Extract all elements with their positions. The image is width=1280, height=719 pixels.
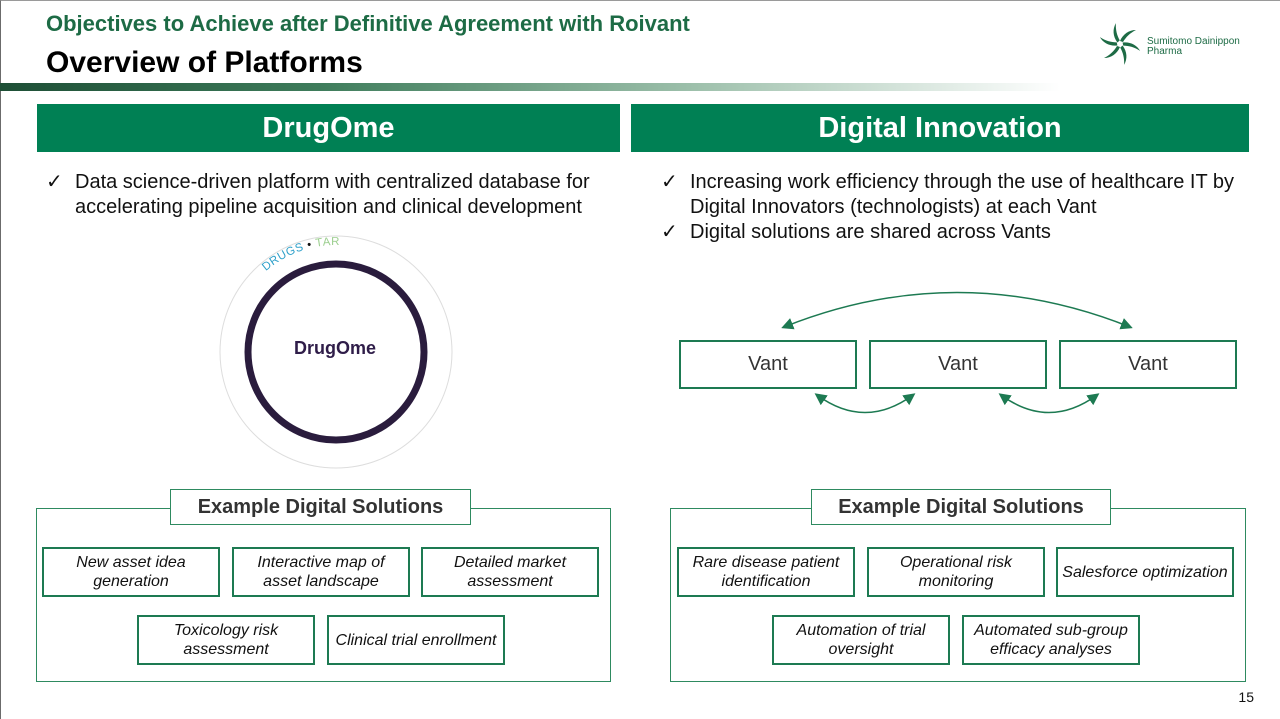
ring-label-trials: TRIALS <box>216 232 220 235</box>
bullet-text: Increasing work efficiency through the u… <box>690 171 1235 218</box>
ring-center-label: DrugOme <box>293 338 376 358</box>
checkmark-icon: ✓ <box>661 171 678 193</box>
digital-innovation-heading-band: Digital Innovation <box>631 104 1249 152</box>
bullet-text: Data science-driven platform with centra… <box>75 171 590 218</box>
ring-label-ip: IP <box>216 232 220 235</box>
bullet-item: ✓ Data science-driven platform with cent… <box>46 170 636 220</box>
ring-inner-circle <box>244 260 428 444</box>
ring-label-revenues: REVENUES <box>216 232 220 235</box>
ring-separator-dot: • <box>216 232 218 235</box>
drugome-solutions-title: Example Digital Solutions <box>170 489 471 525</box>
pinwheel-logo-icon <box>1099 23 1141 65</box>
bullet-item: ✓ Increasing work efficiency through the… <box>661 170 1251 220</box>
ring-separator-dot: • <box>302 238 317 253</box>
ring-separator-dot: • <box>216 232 218 235</box>
solution-subgroup-efficacy: Automated sub-group efficacy analyses <box>962 615 1140 665</box>
vant-box-1: Vant <box>679 340 857 389</box>
page-title: Overview of Platforms <box>46 46 363 79</box>
logo-line-2: Pharma <box>1147 46 1183 57</box>
solution-toxicology-risk: Toxicology risk assessment <box>137 615 315 665</box>
solution-rare-disease: Rare disease patient identification <box>677 547 855 597</box>
ring-separator-dot: • <box>216 232 218 235</box>
slide-kicker: Objectives to Achieve after Definitive A… <box>46 11 690 36</box>
drugome-bullet-list: ✓ Data science-driven platform with cent… <box>46 170 636 220</box>
logo-wordmark: Sumitomo Dainippon Pharma <box>1147 37 1240 57</box>
ring-outer-circle <box>219 235 453 469</box>
ring-label-etc: ETC <box>216 232 220 235</box>
drugome-ring-diagram: DRUGS • TARGETS • DISEASES • COMPANIES •… <box>216 232 453 469</box>
solution-trial-oversight: Automation of trial oversight <box>772 615 950 665</box>
ring-separator-dot: • <box>216 232 218 235</box>
arrow-bottom-left-arc <box>814 393 916 414</box>
checkmark-icon: ✓ <box>661 221 678 243</box>
ring-separator-dot: • <box>216 232 218 235</box>
vant-sharing-arrows <box>781 291 1133 414</box>
bullet-text: Digital solutions are shared across Vant… <box>690 221 1051 243</box>
ring-separator-dot: • <box>216 232 218 235</box>
page-number: 15 <box>1238 689 1254 705</box>
solution-new-asset-idea: New asset idea generation <box>42 547 220 597</box>
digital-innovation-bullet-list: ✓ Increasing work efficiency through the… <box>661 170 1251 245</box>
solution-interactive-map: Interactive map of asset landscape <box>232 547 410 597</box>
company-logo: Sumitomo Dainippon Pharma <box>1098 22 1248 66</box>
logo-line-1: Sumitomo Dainippon <box>1147 36 1240 47</box>
bullet-item: ✓ Digital solutions are shared across Va… <box>661 220 1251 245</box>
checkmark-icon: ✓ <box>46 171 63 193</box>
ring-separator-dot: • <box>216 232 218 235</box>
ring-label-diseases: DISEASES <box>216 232 220 235</box>
solution-market-assessment: Detailed market assessment <box>421 547 599 597</box>
digital-solutions-title: Example Digital Solutions <box>811 489 1111 525</box>
drugome-heading-band: DrugOme <box>37 104 620 152</box>
ring-label-prescriptions: PRESCRIPTIONS <box>216 232 221 235</box>
solution-operational-risk: Operational risk monitoring <box>867 547 1045 597</box>
ring-separator-dot: • <box>216 232 218 235</box>
ring-label-companies: COMPANIES <box>216 232 221 235</box>
title-underline-bar <box>0 83 1060 91</box>
arrow-top-arc <box>781 291 1133 330</box>
solution-salesforce: Salesforce optimization <box>1056 547 1234 597</box>
arrow-bottom-right-arc <box>998 393 1100 414</box>
vant-box-3: Vant <box>1059 340 1237 389</box>
ring-label-targets: TARGETS <box>216 232 340 250</box>
vant-box-2: Vant <box>869 340 1047 389</box>
solution-trial-enrollment: Clinical trial enrollment <box>327 615 505 665</box>
